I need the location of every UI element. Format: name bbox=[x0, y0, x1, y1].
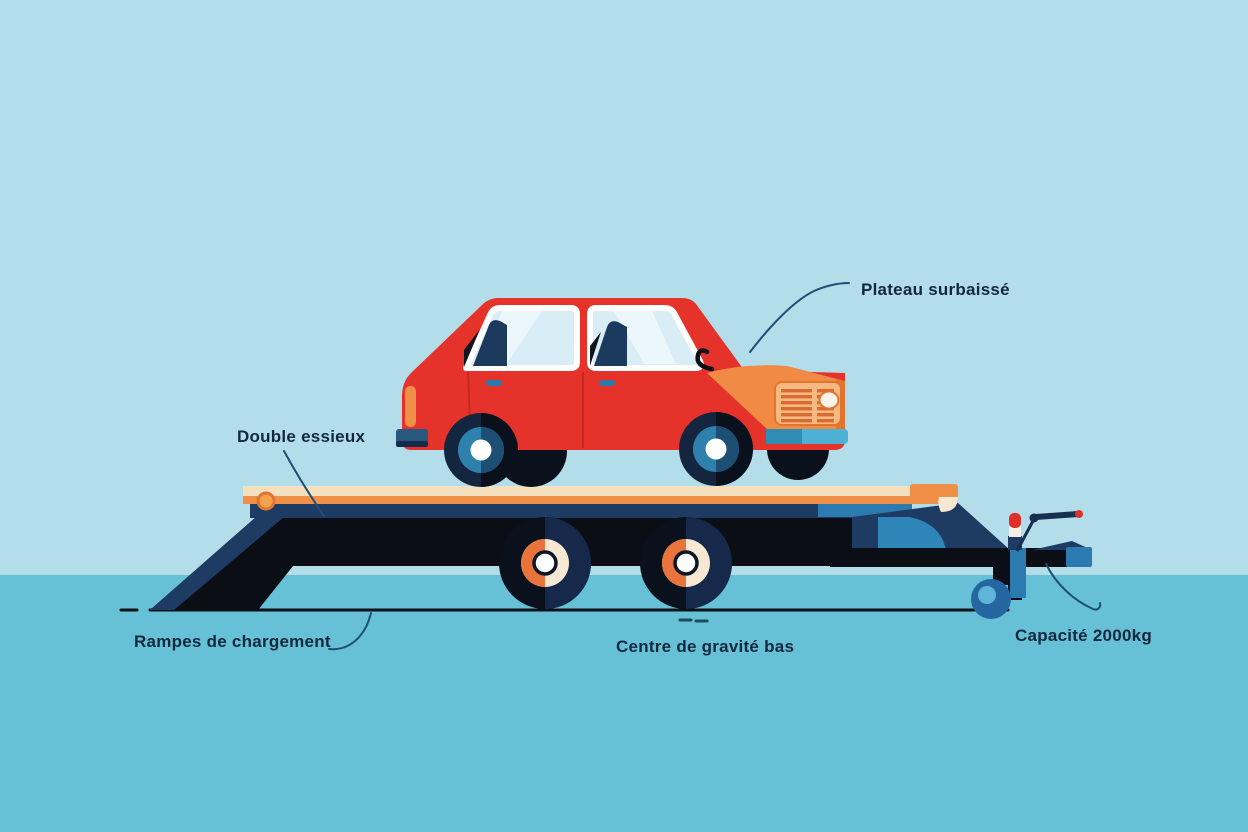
jack-post bbox=[1009, 526, 1021, 537]
rear-fender bbox=[878, 517, 946, 550]
ground-skid-marks bbox=[678, 618, 709, 623]
leader-double-essieux bbox=[283, 450, 325, 517]
trailer-wheel-2 bbox=[640, 517, 732, 609]
jack-handle bbox=[1015, 510, 1083, 552]
door-handle-front bbox=[599, 380, 615, 386]
deck-pin bbox=[256, 491, 276, 511]
label-centre-de-gravite-bas: Centre de gravité bas bbox=[616, 637, 795, 656]
car-window-rear bbox=[463, 305, 580, 371]
door-handle-rear bbox=[486, 380, 502, 386]
car-grille bbox=[774, 381, 842, 426]
trailer-wheel-1 bbox=[499, 517, 591, 609]
taillight bbox=[405, 386, 416, 427]
drawbar bbox=[830, 548, 1072, 567]
rear-bumper bbox=[396, 429, 428, 447]
label-capacite-2000kg: Capacité 2000kg bbox=[1015, 626, 1152, 645]
label-double-essieux: Double essieux bbox=[237, 427, 366, 446]
front-seat bbox=[594, 321, 627, 366]
sky bbox=[0, 0, 1248, 575]
front-bumper bbox=[766, 429, 848, 444]
jockey-wheel-assembly bbox=[971, 510, 1083, 619]
rear-seat bbox=[473, 320, 507, 366]
car-wheel-front bbox=[444, 413, 518, 487]
rear-seat-shadow bbox=[464, 329, 480, 367]
front-seat-shadow bbox=[590, 332, 601, 366]
label-rampes-de-chargement: Rampes de chargement bbox=[134, 632, 331, 651]
side-mirror bbox=[695, 348, 715, 372]
trailer bbox=[150, 484, 1092, 623]
car bbox=[396, 298, 848, 487]
leader-plateau bbox=[749, 282, 850, 353]
trailer-deck bbox=[243, 484, 958, 512]
leader-rampes bbox=[328, 612, 372, 651]
label-plateau-surbaisse: Plateau surbaissé bbox=[861, 280, 1010, 299]
frame-navy-rail bbox=[250, 503, 912, 518]
car-wheel-rear bbox=[679, 412, 753, 486]
ground bbox=[0, 575, 1248, 832]
hitch-coupler bbox=[1032, 541, 1092, 567]
car-window-front bbox=[587, 305, 704, 371]
leader-capacite bbox=[1045, 563, 1102, 611]
headlight bbox=[818, 390, 840, 410]
